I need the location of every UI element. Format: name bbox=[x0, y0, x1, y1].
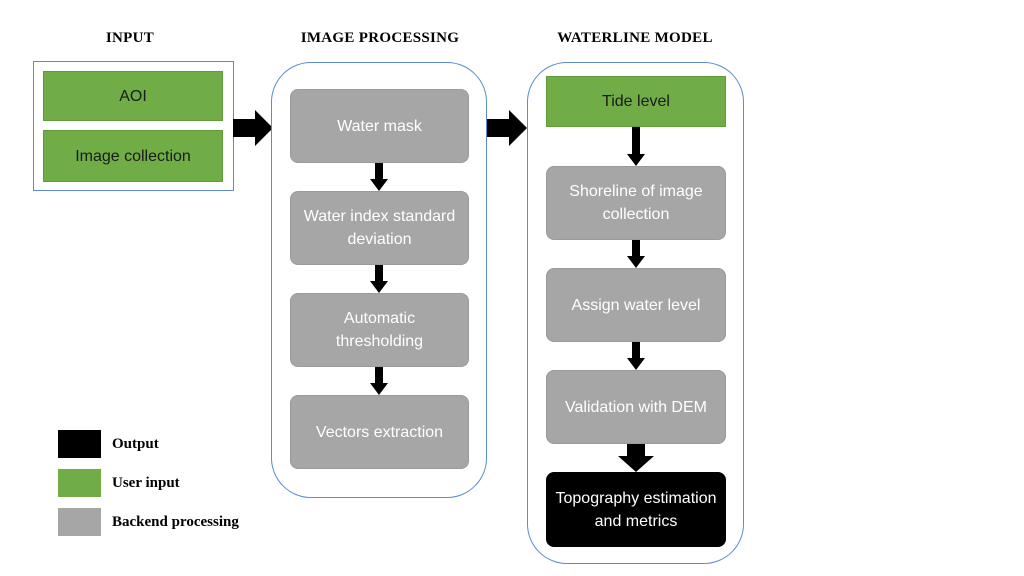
down-arrow-icon bbox=[370, 367, 388, 395]
down-arrow-icon bbox=[627, 240, 645, 268]
shoreline-box: Shoreline of image collection bbox=[546, 166, 726, 240]
topography-output-box: Topography estimation and metrics bbox=[546, 472, 726, 547]
legend-output-label: Output bbox=[112, 436, 159, 452]
validation-dem-box: Validation with DEM bbox=[546, 370, 726, 444]
water-index-std-box: Water index standard deviation bbox=[290, 191, 469, 265]
legend-backend-label: Backend processing bbox=[112, 514, 239, 530]
down-arrow-icon bbox=[627, 342, 645, 370]
input-header: INPUT bbox=[105, 30, 155, 46]
assign-water-level-box: Assign water level bbox=[546, 268, 726, 342]
legend-user-input-label: User input bbox=[112, 475, 180, 491]
waterline-model-header: WATERLINE MODEL bbox=[557, 30, 713, 46]
automatic-thresholding-box: Automatic thresholding bbox=[290, 293, 469, 367]
right-arrow-icon bbox=[487, 110, 527, 146]
down-arrow-icon bbox=[370, 265, 388, 293]
legend-backend-swatch bbox=[58, 508, 101, 536]
image-collection-box: Image collection bbox=[43, 130, 223, 182]
legend-user-input-swatch bbox=[58, 469, 101, 497]
image-processing-header: IMAGE PROCESSING bbox=[300, 30, 460, 46]
vectors-extraction-box: Vectors extraction bbox=[290, 395, 469, 469]
water-mask-box: Water mask bbox=[290, 89, 469, 163]
down-arrow-icon bbox=[370, 163, 388, 191]
right-arrow-icon bbox=[233, 110, 273, 146]
down-arrow-icon bbox=[618, 444, 654, 472]
aoi-box: AOI bbox=[43, 71, 223, 121]
down-arrow-icon bbox=[627, 127, 645, 166]
tide-level-box: Tide level bbox=[546, 76, 726, 127]
legend-output-swatch bbox=[58, 430, 101, 458]
